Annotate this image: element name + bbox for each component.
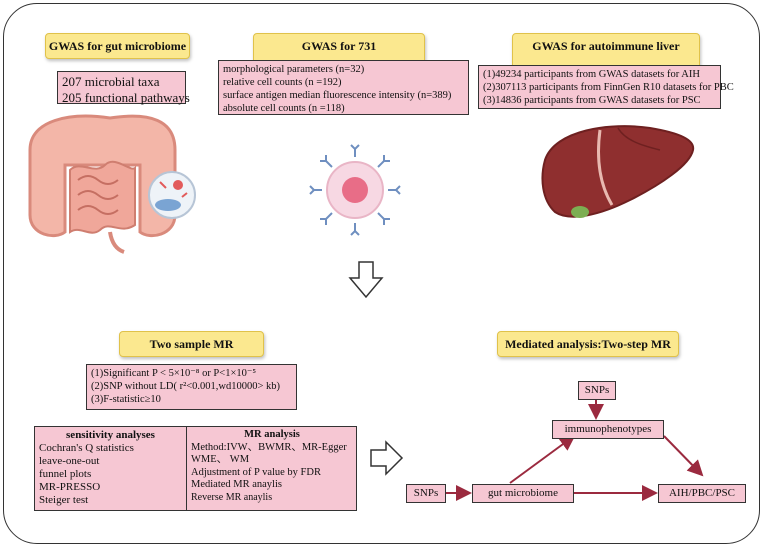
sensitivity-title: sensitivity analyses <box>66 429 155 441</box>
immuno-line-1: morphological parameters (n=32) <box>223 64 365 75</box>
liver-line-3: (3)14836 participants from GWAS datasets… <box>483 95 701 106</box>
sensitivity-item: Steiger test <box>39 494 89 506</box>
liver-line-1: (1)49234 participants from GWAS datasets… <box>483 69 700 80</box>
immuno-line-4: absolute cell counts (n =118) <box>223 103 345 114</box>
diagram-frame <box>3 3 760 544</box>
two-sample-mr-label: Two sample MR <box>119 331 264 357</box>
sensitivity-item: leave-one-out <box>39 455 100 467</box>
analysis-item: Reverse MR anaylis <box>191 491 273 503</box>
criteria-3: (3)F-statistic≥10 <box>91 394 161 405</box>
analysis-item: Method:IVW、BWMR、MR-Egger <box>191 441 347 453</box>
analysis-title: MR analysis <box>244 429 300 440</box>
gut-line-1: 207 microbial taxa <box>62 74 160 89</box>
criteria-2: (2)SNP without LD( r²<0.001,wd10000> kb) <box>91 381 281 392</box>
analysis-item: Mediated MR anaylis <box>191 479 282 490</box>
analysis-item: WME、 WM <box>191 454 250 465</box>
intestine-icon <box>28 114 196 254</box>
liver-gwas-box: (1)49234 participants from GWAS datasets… <box>478 65 734 109</box>
snps-top-node: SNPs <box>578 381 616 400</box>
criteria-1: (1)Significant P < 5×10⁻⁸ or P<1×10⁻⁵ <box>91 368 257 379</box>
sensitivity-column: sensitivity analyses Cochran's Q statist… <box>35 427 187 510</box>
immune-cell-icon <box>309 144 401 236</box>
immuno-gwas-box: morphological parameters (n=32) relative… <box>218 60 469 115</box>
gut-microbiome-node: gut microbiome <box>472 484 574 503</box>
outcome-node: AIH/PBC/PSC <box>658 484 746 503</box>
immuno-line-2: relative cell counts (n =192) <box>223 77 342 88</box>
snps-left-node: SNPs <box>406 484 446 503</box>
down-arrow-icon <box>348 261 384 299</box>
mediation-arrows <box>446 400 704 501</box>
liver-line-2: (2)307113 participants from FinnGen R10 … <box>483 82 734 93</box>
analysis-column: MR analysis Method:IVW、BWMR、MR-Egger WME… <box>187 427 357 510</box>
gut-gwas-label: GWAS for gut microbiome <box>45 33 190 59</box>
mr-methods-box: sensitivity analyses Cochran's Q statist… <box>34 426 357 511</box>
sensitivity-item: MR-PRESSO <box>39 481 101 493</box>
sensitivity-item: funnel plots <box>39 468 92 480</box>
right-arrow-icon <box>370 440 404 476</box>
gut-line-2: 205 functional pathways <box>62 90 190 105</box>
mediation-label: Mediated analysis:Two-step MR <box>497 331 679 357</box>
gut-gwas-box: 207 microbial taxa 205 functional pathwa… <box>57 71 190 105</box>
liver-icon <box>541 125 695 218</box>
analysis-item: Adjustment of P value by FDR <box>191 466 321 478</box>
sensitivity-item: Cochran's Q statistics <box>39 442 134 454</box>
immuno-line-3: surface antigen median fluorescence inte… <box>223 90 452 101</box>
mr-criteria-box: (1)Significant P < 5×10⁻⁸ or P<1×10⁻⁵ (2… <box>86 364 297 410</box>
immunophenotypes-node: immunophenotypes <box>552 420 664 439</box>
